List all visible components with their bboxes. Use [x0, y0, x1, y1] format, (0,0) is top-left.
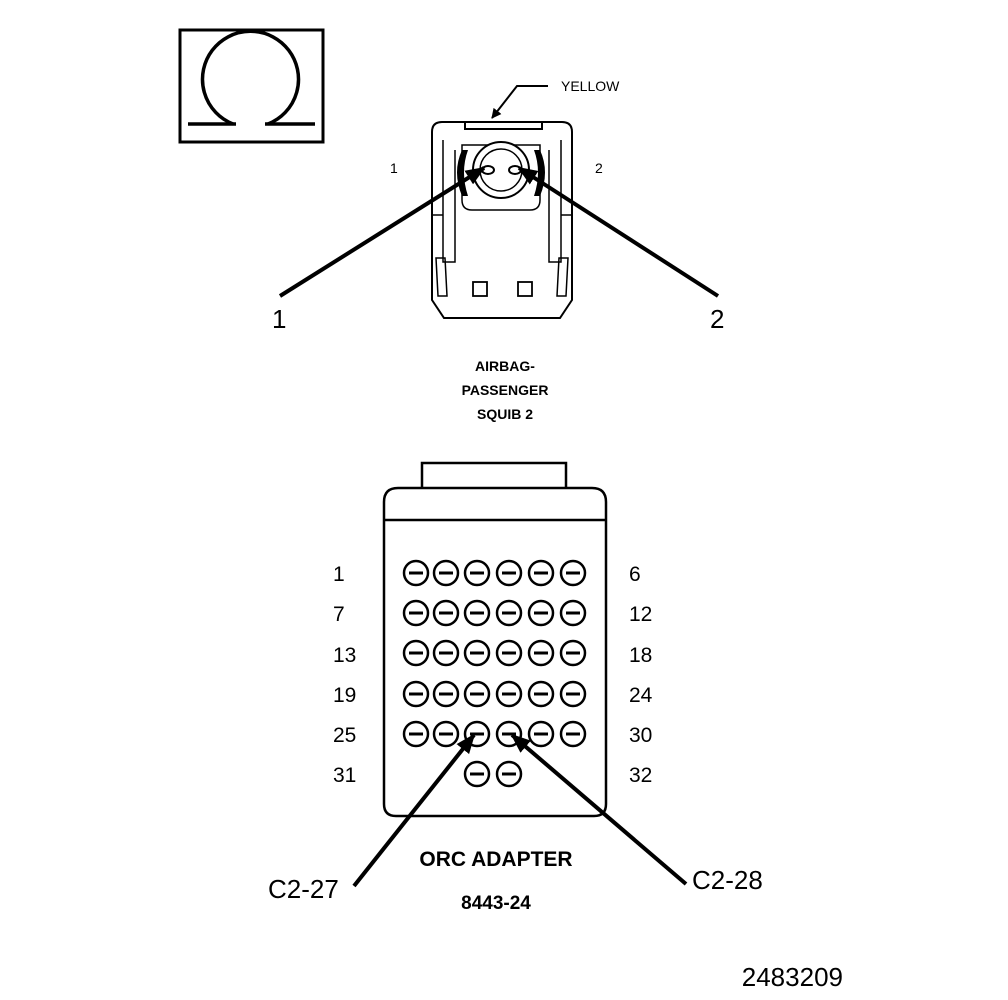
connector-cavity [463, 559, 491, 587]
connector-cavity [559, 599, 587, 627]
callout-label-c2-27: C2-27 [268, 874, 339, 904]
connector-cavity [559, 680, 587, 708]
connector-cavity [495, 680, 523, 708]
callout-arrow-1 [278, 166, 486, 298]
connector-cavity [495, 720, 523, 748]
connector-cavity [495, 559, 523, 587]
row-end-label-1: 6 [629, 563, 641, 586]
callout-arrow-c2-28 [510, 733, 688, 886]
connector-cavity [527, 680, 555, 708]
callout-arrow-2 [517, 166, 720, 298]
wire-color-label: YELLOW [561, 78, 620, 94]
connector-cavity [432, 680, 460, 708]
row-start-label-1: 1 [333, 563, 345, 586]
connector-cavity [402, 639, 430, 667]
connector-cavity [463, 599, 491, 627]
cavity-2-label: 2 [595, 160, 603, 176]
connector-cavity [527, 639, 555, 667]
row-start-label-2: 7 [333, 603, 345, 626]
squib-connector [431, 121, 573, 319]
callout-label-1: 1 [272, 304, 286, 334]
pin-grid [402, 559, 587, 788]
row-end-label-5: 30 [629, 724, 652, 747]
callout-arrow-c2-27 [352, 733, 476, 888]
connector-cavity [432, 559, 460, 587]
connector-name-line-1: AIRBAG- [475, 358, 535, 374]
row-end-label-2: 12 [629, 603, 652, 626]
connector-cavity [495, 639, 523, 667]
connector-cavity [495, 760, 523, 788]
connector-cavity [559, 720, 587, 748]
ohm-symbol-box [178, 28, 325, 144]
connector-cavity [432, 639, 460, 667]
ohm-icon [188, 29, 315, 126]
row-start-label-4: 19 [333, 684, 356, 707]
adapter-title: ORC ADAPTER [419, 848, 572, 871]
connector-cavity [527, 599, 555, 627]
figure-number: 2483209 [742, 962, 843, 992]
cavity-1-label: 1 [390, 160, 398, 176]
connector-cavity [527, 720, 555, 748]
orc-adapter-connector [382, 461, 608, 818]
adapter-part-number: 8443-24 [461, 893, 531, 914]
connector-cavity [527, 559, 555, 587]
connector-cavity [463, 680, 491, 708]
connector-name-line-2: PASSENGER [462, 382, 549, 398]
connector-cavity [432, 720, 460, 748]
callout-label-2: 2 [710, 304, 724, 334]
connector-cavity [495, 599, 523, 627]
row-end-label-3: 18 [629, 644, 652, 667]
connector-cavity [463, 760, 491, 788]
connector-cavity [463, 639, 491, 667]
connector-cavity [402, 720, 430, 748]
connector-name-line-3: SQUIB 2 [477, 406, 533, 422]
connector-cavity [402, 559, 430, 587]
connector-cavity [402, 680, 430, 708]
yellow-leader-line [491, 85, 548, 119]
connector-cavity [559, 639, 587, 667]
callout-label-c2-28: C2-28 [692, 865, 763, 895]
connector-cavity [559, 559, 587, 587]
connector-cavity [402, 599, 430, 627]
row-start-label-5: 25 [333, 724, 356, 747]
row-start-label-6: 31 [333, 764, 356, 787]
row-end-label-6: 32 [629, 764, 652, 787]
row-start-label-3: 13 [333, 644, 356, 667]
connector-cavity [432, 599, 460, 627]
row-end-label-4: 24 [629, 684, 653, 707]
